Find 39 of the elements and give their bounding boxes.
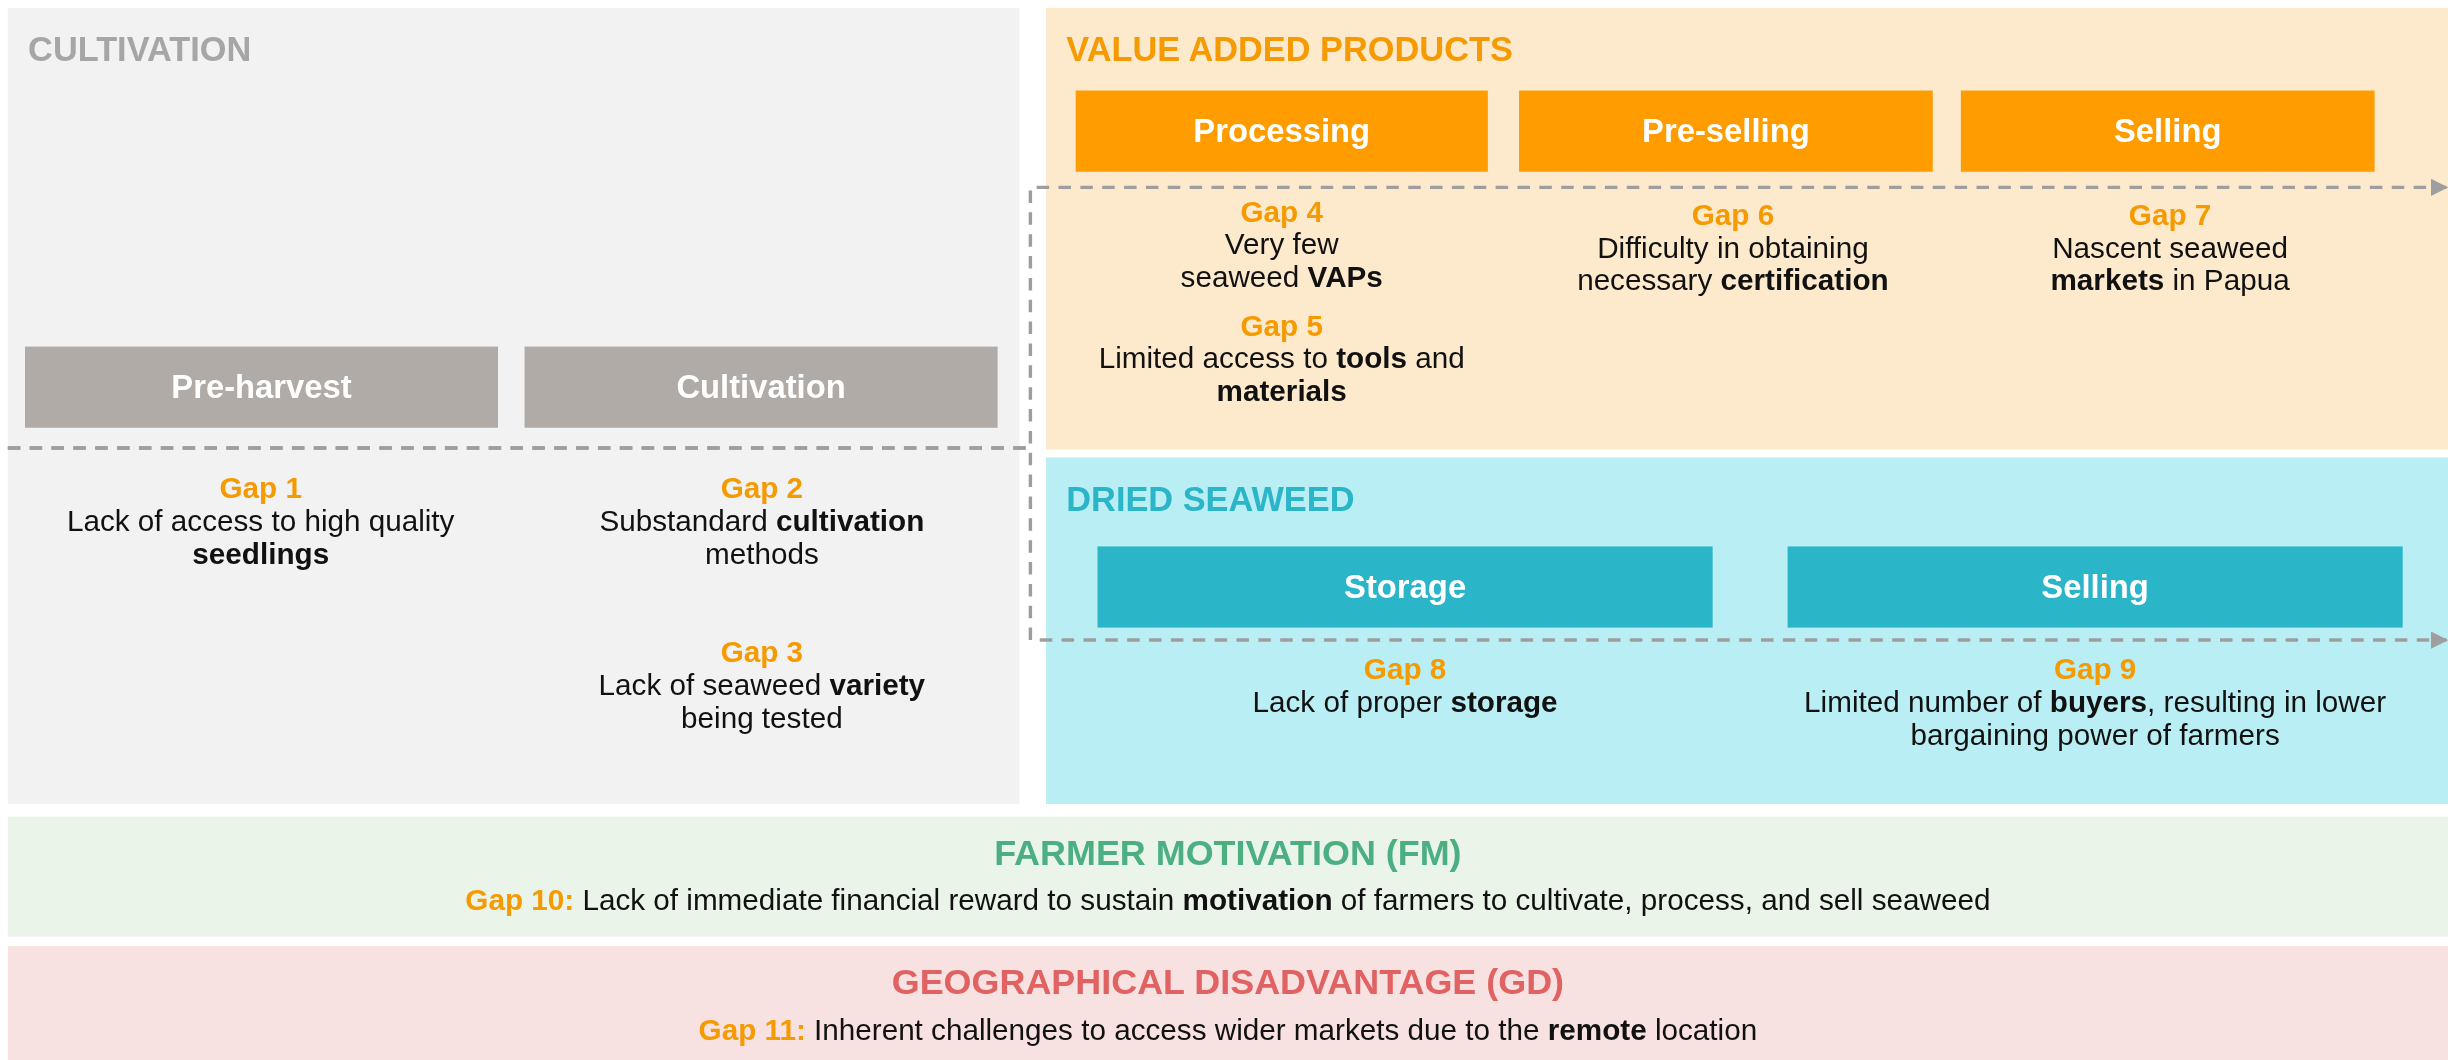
section-panel: [7, 7, 1020, 804]
gap-label: Gap 10:: [465, 883, 575, 917]
stage-bar: Selling: [1787, 546, 2403, 628]
gap-label: Gap 7: [2127, 199, 2213, 233]
stage-bar: Selling: [1960, 90, 2375, 172]
gap-text: Limited number of buyers, resulting in lower bargaining power of farmers: [1803, 686, 2388, 752]
stage-bar: Storage: [1097, 546, 1713, 628]
gap-label: Gap 8: [1362, 654, 1448, 687]
gap-label: Gap 3: [719, 636, 805, 670]
gap-text: Very few seaweed VAPs: [1179, 229, 1384, 295]
gap-label: Gap 1: [218, 473, 303, 506]
gap-text: Lack of seaweed variety being tested: [597, 669, 927, 735]
dashed-arrow: [7, 446, 2448, 649]
section-panel: [1046, 457, 2448, 804]
gap-text: Inherent challenges to access wider markets due to the remote location: [814, 1013, 1758, 1046]
gap-text: Lack of immediate financial reward to sustain motivation of farmers to cultivate, process, and sell seaweed: [582, 883, 1991, 917]
gap-label: Gap 6: [1690, 199, 1776, 233]
gap-label: Gap 5: [1239, 310, 1324, 344]
section-title: CULTIVATION: [28, 29, 252, 71]
band-title: FARMER MOTIVATION (FM): [993, 832, 1463, 875]
gap-text: Limited access to tools and materials: [1097, 343, 1466, 409]
section-title: VALUE ADDED PRODUCTS: [1066, 29, 1513, 71]
gap-label: Gap 11:: [698, 1013, 806, 1046]
stage-bar: Pre-selling: [1519, 90, 1933, 172]
gap-text: Nascent seaweed markets in Papua: [2049, 232, 2291, 298]
gap-text: Difficulty in obtaining necessary certification: [1576, 232, 1890, 298]
stage-bar: Cultivation: [524, 346, 998, 428]
gap-label: Gap 4: [1239, 196, 1324, 230]
gap-text: Substandard cultivation methods: [598, 505, 926, 571]
gap-label: Gap 2: [719, 473, 805, 506]
gap-text: Lack of proper storage: [1251, 686, 1559, 720]
stage-bar: Pre-harvest: [25, 346, 498, 428]
band-panel: [7, 946, 2448, 1060]
gap-label: Gap 9: [2052, 654, 2138, 687]
gap-text: Lack of access to high quality seedlings: [65, 505, 456, 571]
section-panel: [1046, 7, 2448, 450]
section-title: DRIED SEAWEED: [1066, 479, 1355, 520]
stage-bar: Processing: [1075, 90, 1488, 172]
band-title: GEOGRAPHICAL DISADVANTAGE (GD): [890, 961, 1566, 1004]
